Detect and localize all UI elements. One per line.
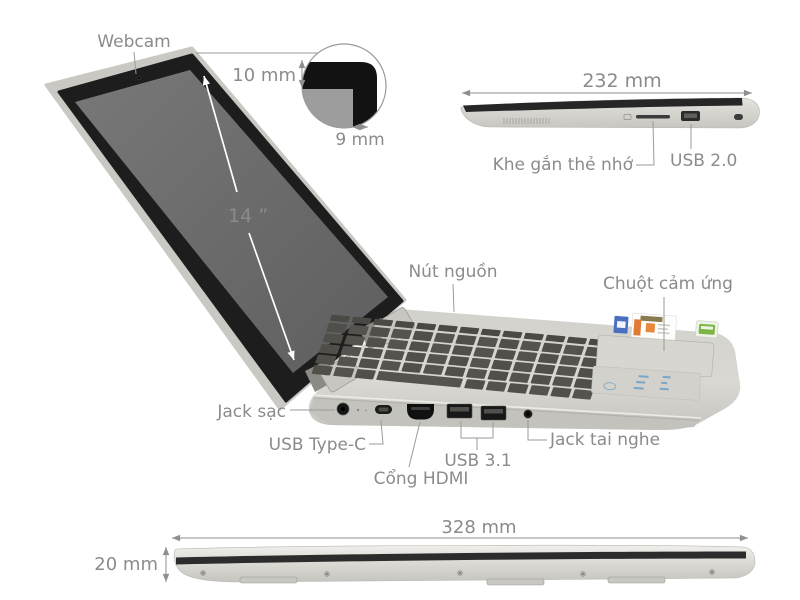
usb-c-leader — [369, 419, 384, 445]
open-laptop-base — [305, 307, 741, 430]
mic-dot — [365, 409, 367, 412]
hdmi-leader — [408, 421, 421, 468]
port-charging-jack-pin — [341, 407, 345, 411]
port-usb-a-1-tongue — [450, 407, 469, 412]
power-leader — [452, 283, 455, 313]
webcam-label: Webcam — [97, 32, 170, 52]
card-slot-leader — [636, 120, 655, 166]
side-lock-slot — [734, 114, 743, 120]
front-rubber-feet — [239, 576, 666, 586]
sticker-gpu — [695, 320, 719, 339]
hdmi-label: Cổng HDMI — [374, 468, 469, 489]
usb31-bracket — [460, 421, 494, 450]
bezel-top-label: 10 mm — [232, 65, 296, 86]
port-usb-c-tongue — [378, 407, 389, 412]
touchpad-label: Chuột cảm ứng — [603, 274, 733, 294]
webcam-dot — [137, 76, 141, 80]
port-headphone-hole — [526, 412, 530, 416]
side-usb-port-tongue — [684, 113, 697, 118]
screen-size-arrow-top — [202, 75, 238, 193]
side-view — [460, 97, 760, 129]
detail-screen-corner — [302, 89, 353, 128]
front-body — [173, 544, 756, 583]
port-hdmi-slot — [411, 407, 430, 410]
port-row — [336, 402, 533, 421]
side-sd-slot — [636, 115, 670, 119]
front-thickness-label: 20 mm — [94, 554, 158, 575]
side-depth-label: 232 mm — [582, 70, 661, 92]
charge-led-dot — [356, 408, 360, 412]
side-screen-seam — [463, 98, 743, 112]
keyboard — [311, 314, 609, 400]
sticker-info — [630, 312, 677, 341]
charging-jack-label: Jack sạc — [216, 402, 286, 422]
headphone-leader — [527, 420, 547, 441]
usb20-label: USB 2.0 — [670, 151, 737, 171]
screen-size-arrow-bottom — [248, 232, 295, 361]
usb31-label: USB 3.1 — [444, 451, 511, 471]
bezel-detail-circle — [301, 43, 387, 129]
webcam-leader — [133, 51, 137, 75]
front-screen-seam — [176, 551, 746, 565]
front-screws — [200, 569, 715, 577]
side-sd-card-icon — [623, 114, 632, 120]
front-width-label: 328 mm — [441, 517, 516, 538]
port-hdmi — [407, 404, 434, 420]
screen — [75, 70, 388, 373]
power-button-label: Nút nguồn — [408, 261, 497, 282]
headphone-label: Jack tai nghe — [549, 430, 660, 450]
sticker-intel-inner — [616, 321, 626, 329]
front-view — [173, 544, 756, 586]
bezel-side-label: 9 mm — [335, 130, 384, 150]
side-vents — [503, 118, 550, 124]
spec-sticker — [591, 365, 702, 401]
usb-c-label: USB Type-C — [269, 435, 366, 455]
screen-size-label: 14 ” — [228, 205, 268, 227]
open-laptop-lid — [44, 46, 407, 411]
card-slot-label: Khe gắn thẻ nhớ — [493, 154, 634, 175]
port-usb-a-2-tongue — [484, 409, 503, 414]
